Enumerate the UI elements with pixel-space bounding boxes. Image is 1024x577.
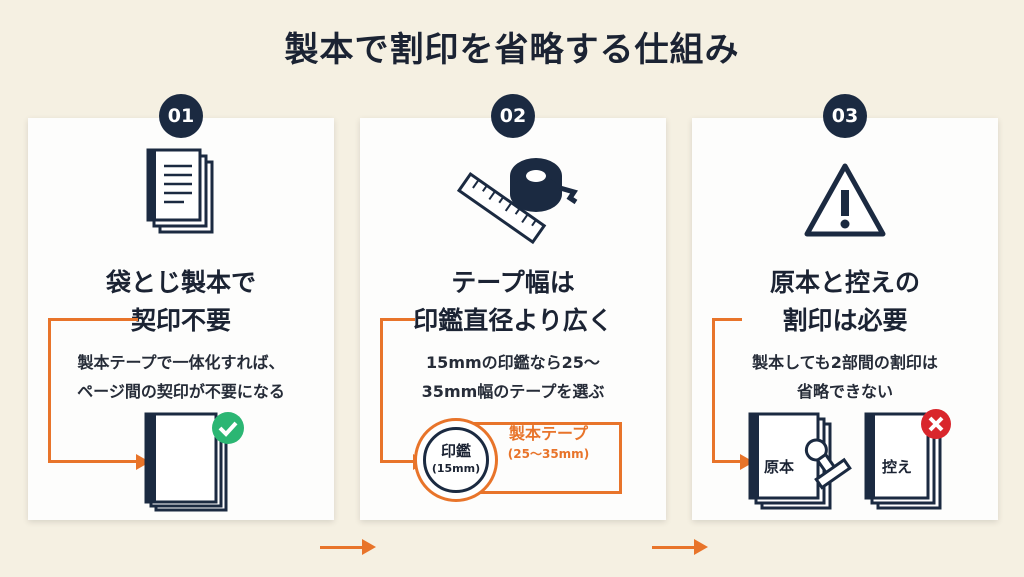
flow-bracket-arrow xyxy=(48,318,150,470)
step-body: 省略できない xyxy=(796,382,893,401)
copy-label: 控え xyxy=(882,458,913,476)
page-title: 製本で割印を省略する仕組み xyxy=(284,30,740,70)
seal-size: (15mm) xyxy=(431,462,481,475)
next-step-arrow xyxy=(320,539,376,555)
step-heading: テープ幅は xyxy=(451,268,575,297)
step-badge: 03 xyxy=(823,94,867,138)
flow-bracket-arrow xyxy=(380,318,427,470)
seal-label: 印鑑 xyxy=(440,442,471,460)
step-card-3: 03 原本と控えの割印は必要 製本しても2部間の割印は省略できない 原本 控え xyxy=(692,94,998,520)
step-body: 15mmの印鑑なら25〜 xyxy=(426,353,600,372)
step-body: 製本テープで一体化すれば、 xyxy=(77,353,285,372)
bound-book-check-icon xyxy=(144,412,244,512)
tape-size: (25〜35mm) xyxy=(507,447,590,461)
step-badge: 01 xyxy=(159,94,203,138)
ruler-tape-icon xyxy=(360,148,666,248)
step-heading: 契印不要 xyxy=(130,306,231,335)
step-heading: 原本と控えの xyxy=(769,268,920,297)
step-heading: 印鑑直径より広く xyxy=(413,306,613,335)
seal-circle: 印鑑 (15mm) xyxy=(414,418,498,502)
next-step-arrow xyxy=(652,539,708,555)
step-card-1: 01 袋とじ製本で契印不要 製本テープで一体化すれば、ページ間の契印が不要になる xyxy=(28,94,334,520)
step-body: 35mm幅のテープを選ぶ xyxy=(421,382,605,401)
original-book-stamp-icon xyxy=(748,412,852,510)
copy-book-cross-icon xyxy=(864,409,951,510)
tape-label: 製本テープ xyxy=(508,424,589,443)
step-badge: 02 xyxy=(491,94,535,138)
document-icon xyxy=(28,148,334,248)
step-body: 製本しても2部間の割印は xyxy=(752,353,938,372)
step-heading: 袋とじ製本で xyxy=(105,268,256,297)
step-body: ページ間の契印が不要になる xyxy=(77,382,285,401)
step-card-2: 02 テープ幅は印鑑直径より広く 15mmの印鑑なら25〜 35mm幅のテープを選… xyxy=(360,94,666,520)
step-heading: 割印は必要 xyxy=(782,306,908,335)
original-label: 原本 xyxy=(764,458,795,476)
flow-bracket-arrow xyxy=(712,318,754,470)
tape-diagram xyxy=(458,422,622,494)
warning-icon xyxy=(692,148,998,248)
